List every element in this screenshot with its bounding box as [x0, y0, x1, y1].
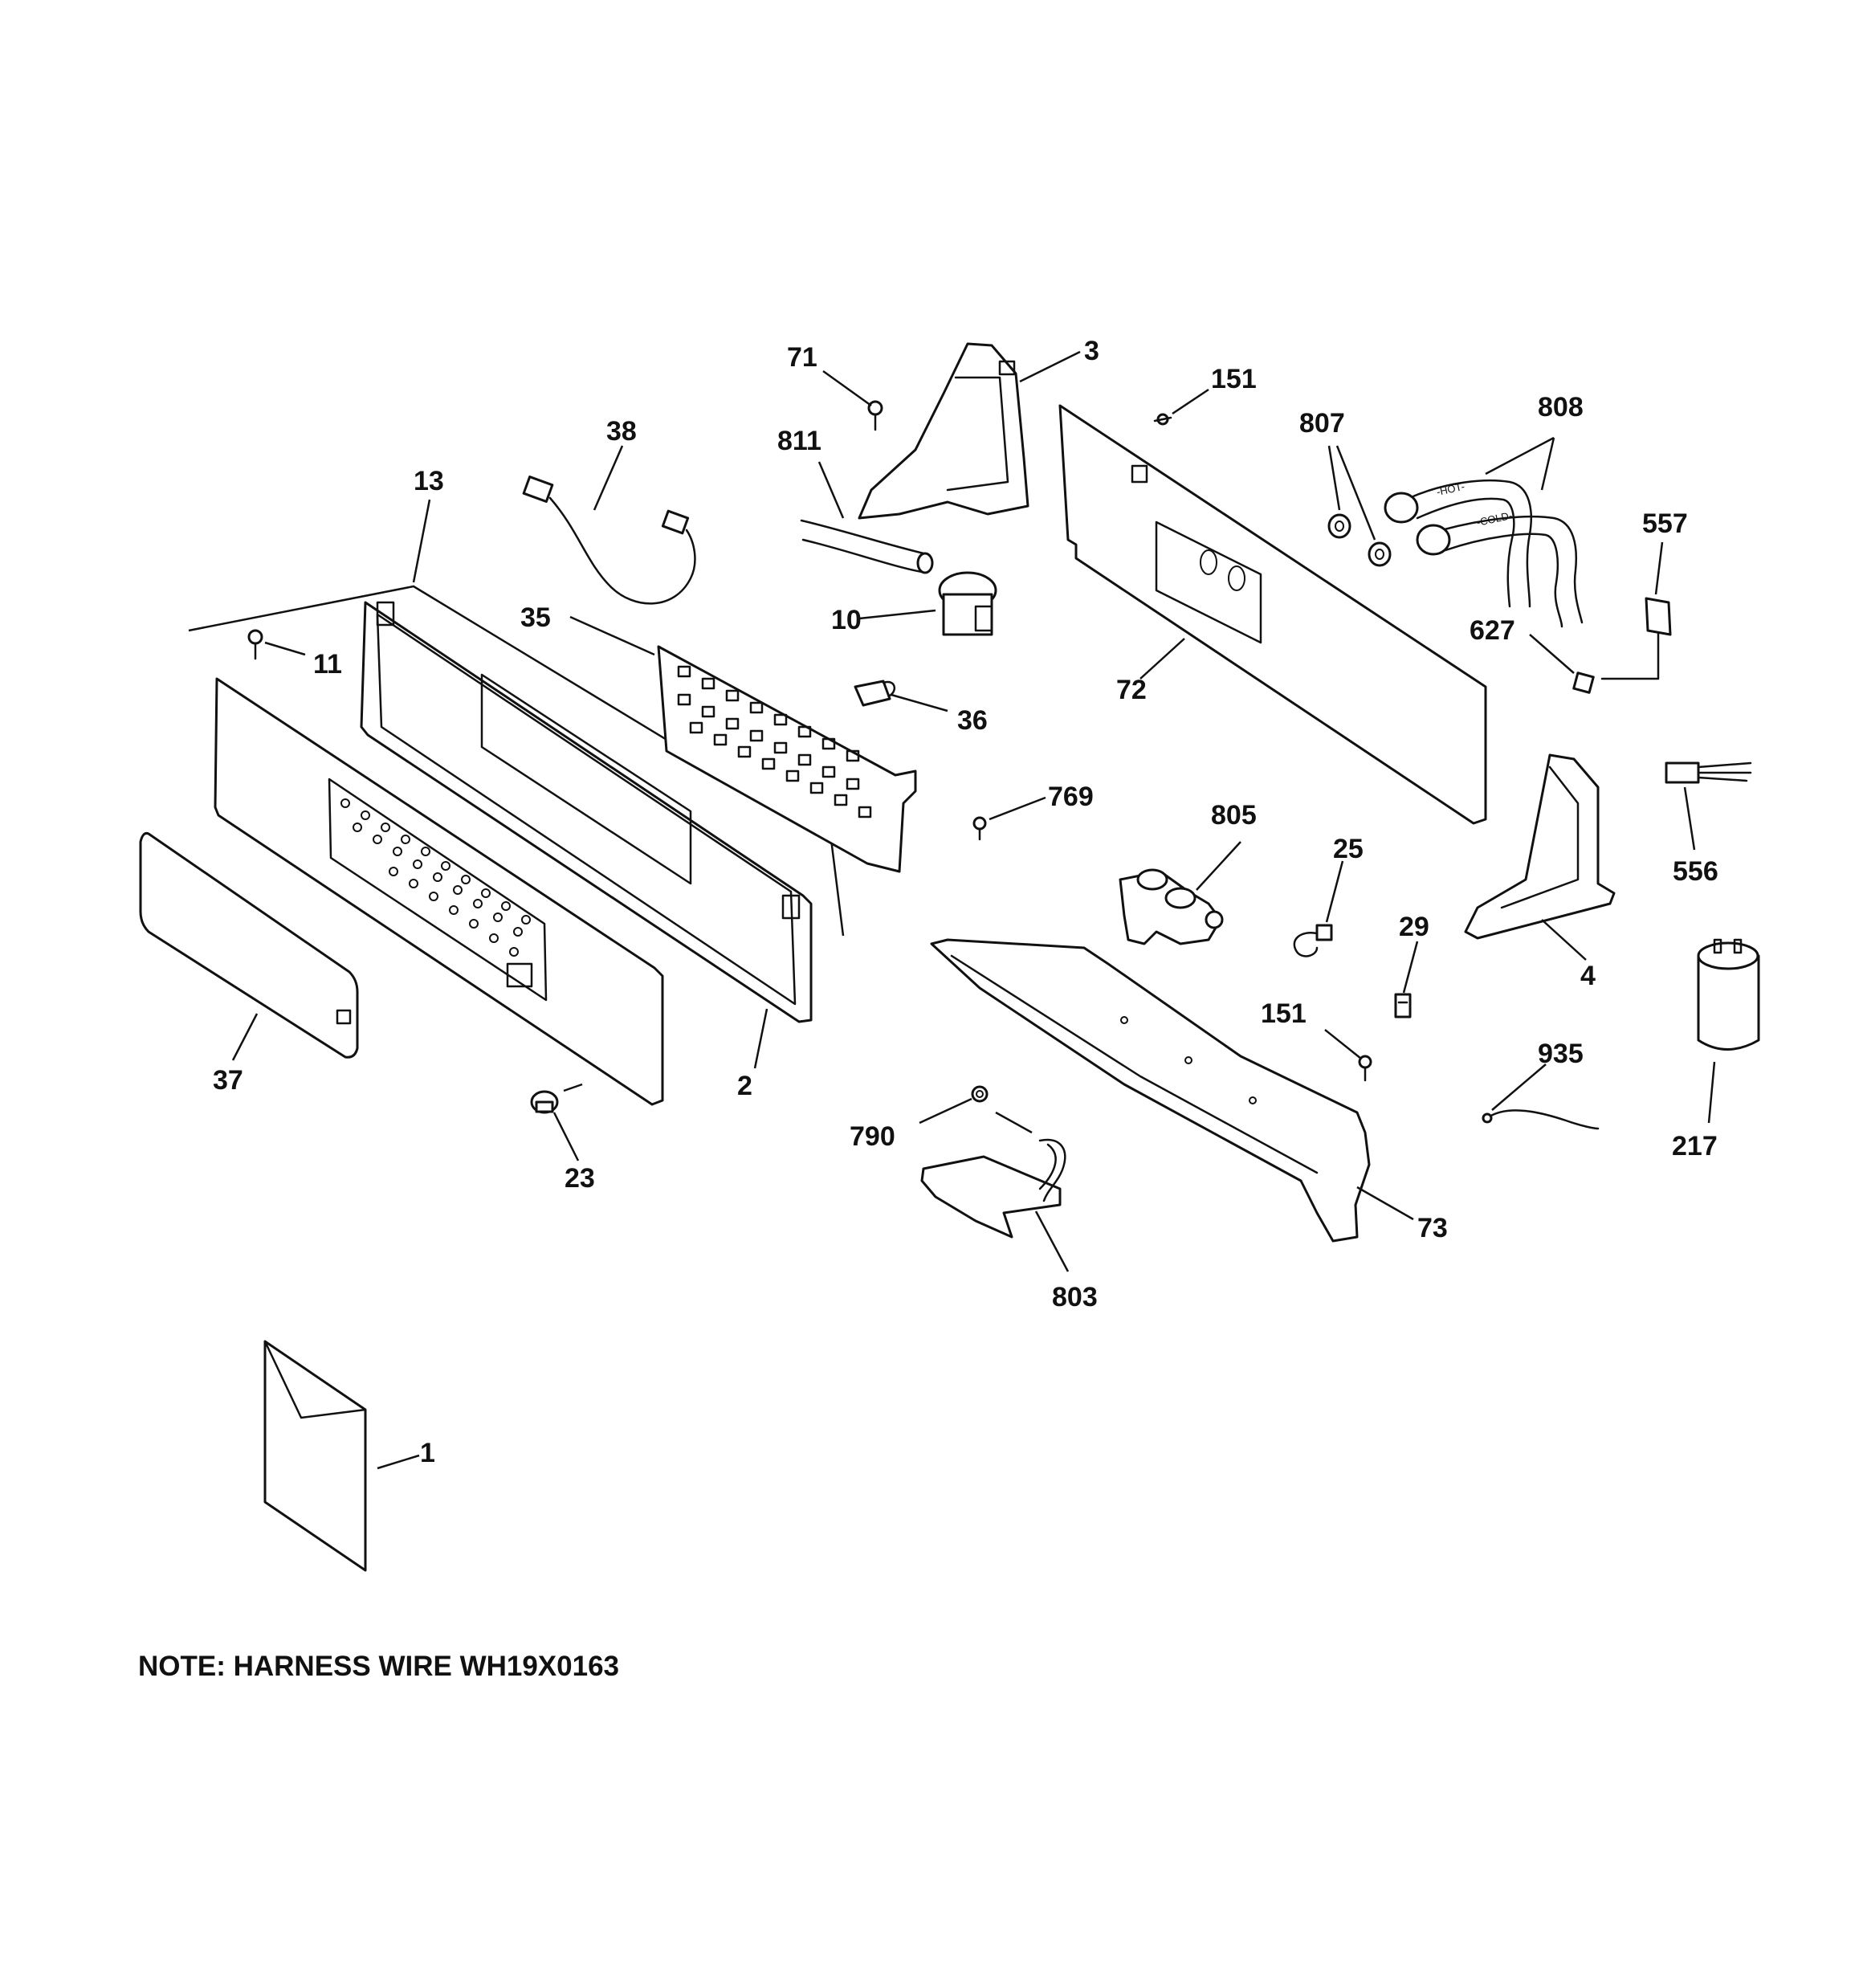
callout-811: 811	[777, 426, 821, 456]
part-811-tube	[800, 519, 934, 574]
callout-25: 25	[1333, 834, 1364, 864]
callout-71: 71	[787, 342, 817, 373]
part-25-wire	[1293, 924, 1333, 957]
part-807-washers	[1327, 513, 1392, 567]
callout-935: 935	[1538, 1039, 1584, 1069]
callout-10: 10	[831, 605, 862, 635]
callout-3: 3	[1084, 336, 1099, 366]
part-35-bracket	[657, 645, 917, 873]
callout-557: 557	[1642, 508, 1688, 539]
hose-label-hot: -HOT-	[1436, 480, 1466, 498]
callout-2: 2	[737, 1071, 752, 1101]
callout-38: 38	[606, 416, 637, 447]
callout-807: 807	[1299, 408, 1345, 439]
part-803-assembly	[920, 1138, 1066, 1239]
part-935-ground-wire	[1482, 1109, 1600, 1130]
part-1-envelope	[263, 1340, 367, 1572]
callout-805: 805	[1211, 800, 1257, 831]
callout-35: 35	[520, 602, 551, 633]
part-556-terminal	[1665, 761, 1752, 784]
callout-36: 36	[957, 705, 988, 736]
part-805-water-valve	[1119, 868, 1224, 945]
callout-13: 13	[414, 466, 444, 496]
part-557-connector	[1600, 597, 1672, 680]
callout-1: 1	[420, 1438, 435, 1468]
front-control-panel	[214, 677, 664, 1106]
callout-151-top: 151	[1211, 364, 1257, 394]
callout-72: 72	[1116, 675, 1147, 705]
callout-808: 808	[1538, 392, 1584, 423]
part-627-plug	[1572, 672, 1595, 694]
callout-73: 73	[1417, 1213, 1448, 1243]
callout-790: 790	[850, 1121, 895, 1152]
harness-note: NOTE: HARNESS WIRE WH19X0163	[138, 1651, 620, 1682]
callout-769: 769	[1048, 782, 1094, 812]
part-769-screw	[972, 816, 987, 841]
part-11-screw	[247, 629, 263, 660]
leader-lines	[231, 350, 1716, 1470]
part-29-clip	[1394, 993, 1412, 1018]
callout-4: 4	[1580, 961, 1596, 991]
callout-803: 803	[1052, 1282, 1098, 1312]
callout-627: 627	[1470, 615, 1515, 646]
callout-11: 11	[313, 649, 342, 680]
part-790-clamp	[971, 1085, 989, 1103]
callout-556: 556	[1673, 856, 1718, 887]
part-10-pressure-switch	[938, 571, 997, 636]
part-37-lens	[139, 832, 359, 1059]
part-151-screw-top	[1153, 413, 1172, 426]
part-71-screw	[867, 400, 883, 431]
part-3-side-bracket	[858, 342, 1029, 520]
part-2-frame	[360, 601, 813, 1023]
part-72-back-plate	[1058, 404, 1487, 825]
callout-151-mid: 151	[1261, 998, 1307, 1029]
part-38-harness	[522, 476, 696, 605]
part-151-screw-mid	[1358, 1055, 1372, 1082]
part-13-outline	[188, 585, 845, 937]
hose-label-cold: -COLD-	[1476, 509, 1514, 529]
bracket-slot-grid	[677, 665, 872, 818]
callout-37: 37	[213, 1065, 243, 1096]
part-23-knob	[530, 1090, 559, 1114]
part-4-side-bracket	[1464, 753, 1616, 940]
callout-217: 217	[1672, 1131, 1718, 1161]
part-36-clip	[854, 680, 896, 707]
part-73-bottom-rail	[930, 938, 1371, 1243]
panel-button-grid	[340, 798, 533, 988]
callout-23: 23	[565, 1163, 595, 1194]
part-217-capacitor	[1697, 938, 1760, 1051]
callout-29: 29	[1399, 912, 1429, 942]
part-808-hoses: -HOT- -COLD-	[1384, 479, 1584, 628]
